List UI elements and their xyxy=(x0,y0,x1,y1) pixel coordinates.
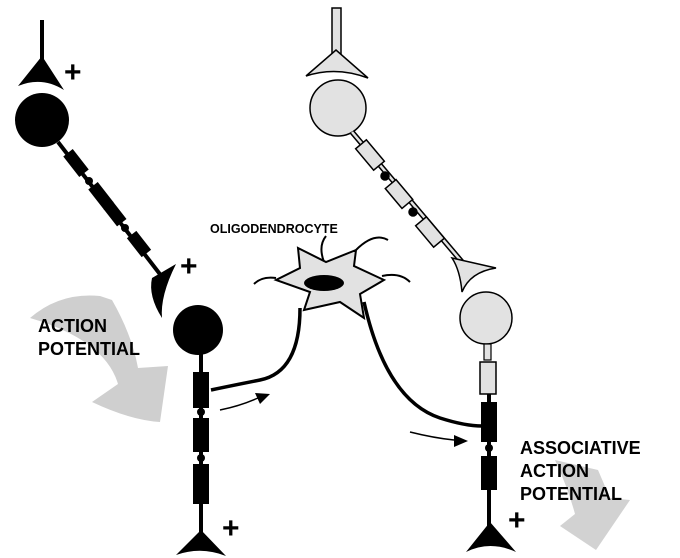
plus-sign-3: + xyxy=(222,512,240,545)
oligodendrocyte-process-left xyxy=(210,307,302,392)
left-lower-neuron xyxy=(173,305,226,556)
right-lower-soma xyxy=(459,291,513,345)
associative-label-line3: POTENTIAL xyxy=(520,484,622,504)
left-upper-dendrite-terminal xyxy=(18,56,64,90)
oligodendrocyte-process-right xyxy=(362,301,483,428)
left-upper-soma xyxy=(15,93,69,147)
right-upper-neuron xyxy=(305,7,497,293)
left-upper-neuron xyxy=(15,20,176,318)
right-lower-myelin xyxy=(481,402,497,490)
oligodendrocyte-nucleus xyxy=(304,275,344,291)
right-lower-axon-terminal xyxy=(466,522,516,552)
action-potential-label-line2: POTENTIAL xyxy=(38,339,140,359)
oligodendrocyte-label: OLIGODENDROCYTE xyxy=(210,222,338,236)
plus-sign-2: + xyxy=(180,250,198,283)
right-upper-dendrite-terminal xyxy=(305,49,369,79)
action-potential-arrow xyxy=(30,295,168,422)
left-lower-soma xyxy=(173,305,223,355)
right-upper-axon-terminal xyxy=(450,256,497,293)
left-upper-axon-terminal xyxy=(151,264,176,318)
small-arrow-left xyxy=(219,393,270,411)
small-arrow-right xyxy=(409,431,468,447)
right-lower-neuron xyxy=(459,291,516,552)
oligodendrocyte xyxy=(210,235,483,428)
left-lower-myelin xyxy=(193,372,209,504)
left-lower-axon-terminal xyxy=(176,530,226,556)
plus-sign-4: + xyxy=(508,504,526,537)
right-upper-soma xyxy=(309,79,367,137)
associative-label-line2: ACTION xyxy=(520,461,589,481)
associative-label-line1: ASSOCIATIVE xyxy=(520,438,641,458)
right-lower-gray-myelin xyxy=(479,361,497,395)
right-upper-myelin xyxy=(354,138,446,249)
left-upper-myelin xyxy=(63,149,152,258)
associative-potential-arrow xyxy=(555,460,630,550)
plus-sign-1: + xyxy=(64,56,82,89)
action-potential-label-line1: ACTION xyxy=(38,316,107,336)
